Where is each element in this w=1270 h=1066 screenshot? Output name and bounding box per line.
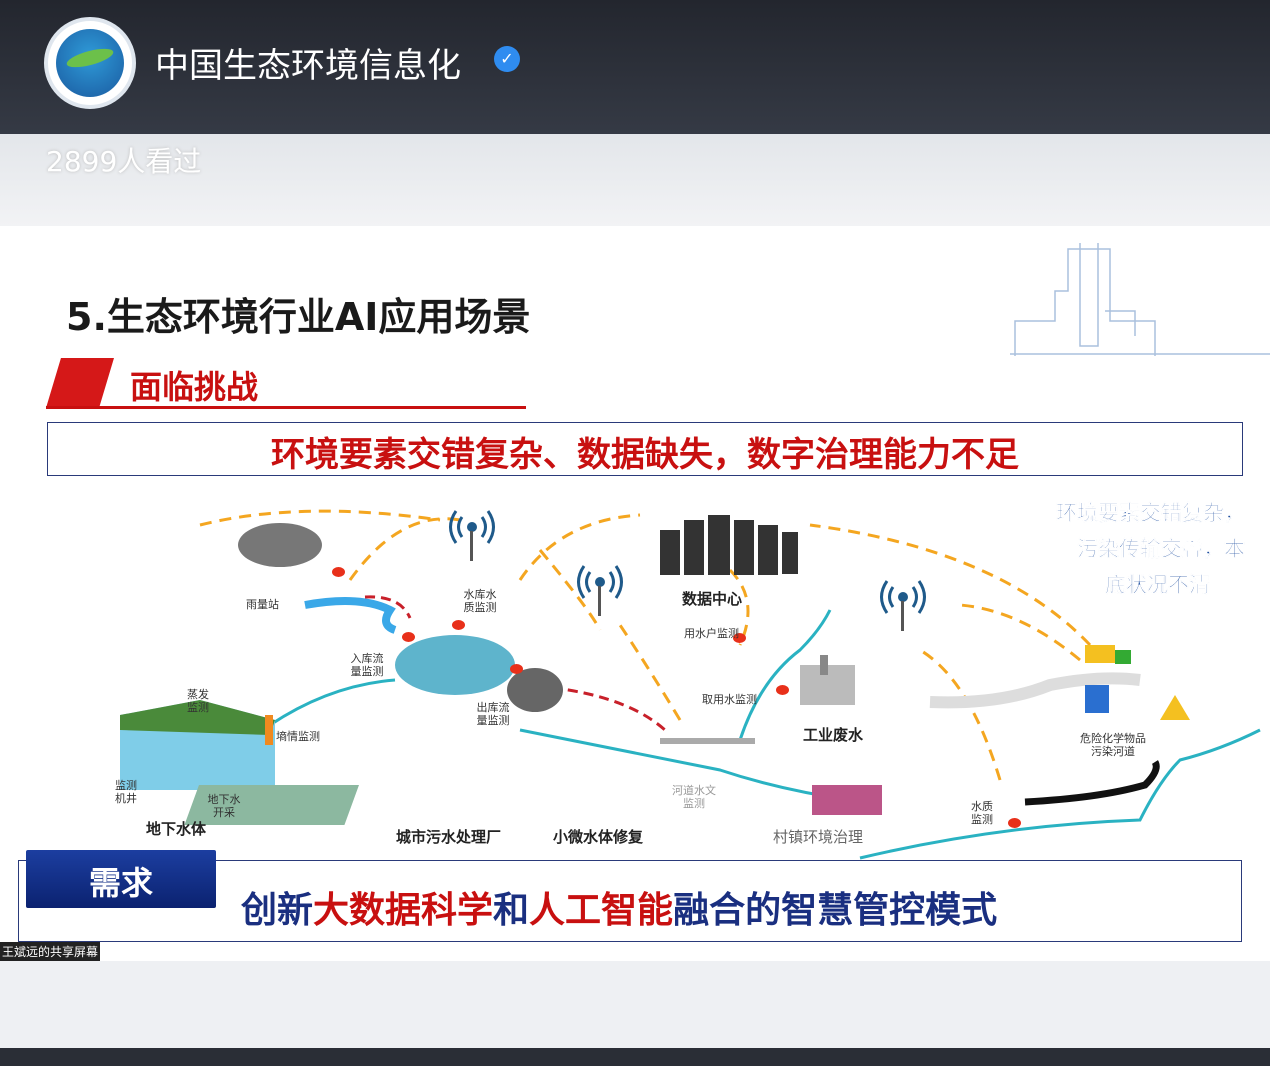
- need-tab: 需求: [26, 850, 216, 908]
- side-note-line: 环境要素交错复杂，: [1056, 501, 1246, 526]
- channel-name[interactable]: 中国生态环境信息化: [155, 46, 461, 86]
- label-river: 河道水文监测: [672, 784, 716, 810]
- label-outflow: 出库流量监测: [476, 701, 510, 727]
- channel-logo[interactable]: [44, 17, 136, 109]
- need-text-part: 融合的智慧管控模式: [673, 890, 998, 931]
- monitor-point: [452, 620, 465, 630]
- section-underline: [46, 406, 526, 409]
- antenna-icon: [878, 575, 928, 635]
- monitor-point: [332, 567, 345, 577]
- side-note-line: 底状况不清: [1105, 573, 1211, 598]
- label-micro: 小微水体修复: [553, 828, 644, 846]
- label-soil: 墒情监测: [276, 730, 320, 743]
- label-inflow: 入库流量监测: [350, 652, 384, 678]
- challenge-box: 环境要素交错复杂、数据缺失，数字治理能力不足: [47, 422, 1243, 476]
- antenna-icon: [447, 505, 497, 565]
- label-sewage: 城市污水处理厂: [396, 828, 502, 846]
- label-evap: 蒸发监测: [187, 688, 209, 714]
- label-hazard: 危险化学物品污染河道: [1080, 732, 1146, 758]
- monitor-point: [733, 633, 746, 643]
- share-screen-caption: 王斌远的共享屏幕: [0, 942, 101, 961]
- label-intake: 取用水监测: [702, 693, 757, 706]
- slide-title: 5.生态环境行业AI应用场景: [66, 295, 531, 339]
- label-village: 村镇环境治理: [773, 828, 864, 846]
- monitor-point: [402, 632, 415, 642]
- label-reservoir-quality: 水库水质监测: [463, 588, 497, 614]
- bottom-bar: [0, 1048, 1270, 1066]
- need-text-part: 和: [493, 890, 530, 931]
- side-note-line: 污染传输交叠，本: [1077, 537, 1246, 562]
- label-quality: 水质监测: [971, 800, 993, 826]
- need-text: 创新大数据科学和人工智能融合的智慧管控模式: [241, 881, 997, 933]
- view-count: 2899人看过: [46, 145, 202, 178]
- blur-strip: [0, 134, 1270, 226]
- need-text-highlight: 人工智能: [529, 890, 674, 931]
- need-box: 创新大数据科学和人工智能融合的智慧管控模式: [18, 860, 1242, 942]
- antenna-icon: [575, 560, 625, 620]
- monitoring-diagram: [120, 509, 1261, 860]
- need-text-highlight: 大数据科学: [313, 890, 494, 931]
- label-rain: 雨量站: [246, 598, 279, 611]
- section-heading: 面临挑战: [130, 368, 259, 406]
- building-outline-decoration: [1010, 243, 1270, 356]
- label-groundwater: 地下水体: [146, 820, 207, 838]
- monitor-point: [776, 685, 789, 695]
- label-industrial: 工业废水: [803, 726, 864, 744]
- shared-slide: [0, 226, 1270, 961]
- label-well: 监测机井: [115, 779, 137, 805]
- monitor-point: [510, 664, 523, 674]
- side-note: 环境要素交错复杂， 污染传输交叠，本 底状况不清: [1030, 495, 1246, 603]
- monitor-point: [1008, 818, 1021, 828]
- need-text-part: 创新: [241, 890, 314, 931]
- channel-header: [0, 0, 1270, 134]
- verified-check-icon: ✓: [494, 46, 520, 72]
- label-extract: 地下水开采: [207, 793, 241, 819]
- label-datacenter: 数据中心: [682, 590, 743, 608]
- label-user: 用水户监测: [684, 627, 739, 640]
- need-label: 需求: [88, 864, 153, 902]
- challenge-text: 环境要素交错复杂、数据缺失，数字治理能力不足: [271, 435, 1019, 475]
